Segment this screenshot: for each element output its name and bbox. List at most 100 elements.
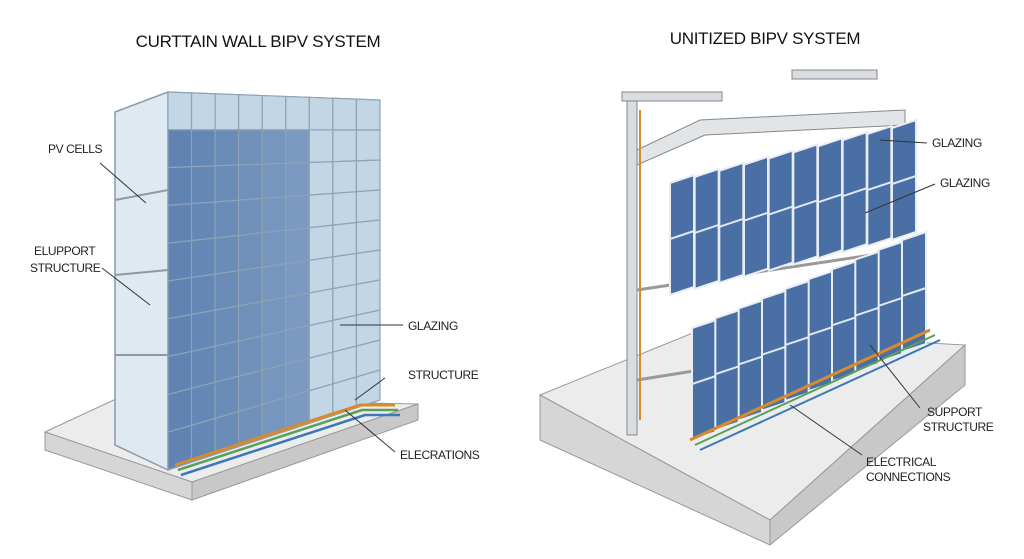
pv-cell-panel <box>261 296 287 337</box>
glass-panel <box>355 189 381 224</box>
glass-panel <box>355 219 381 255</box>
pv-cell-panel <box>261 329 287 371</box>
pv-cell-panel <box>238 163 263 201</box>
pv-cell-panel <box>285 227 310 265</box>
pv-cell-panel <box>167 387 193 434</box>
label-support-line2: STRUCTURE <box>923 420 994 434</box>
glass-panel <box>167 91 193 131</box>
label-electrical-line2: CONNECTIONS <box>866 470 951 484</box>
pv-module <box>767 149 794 272</box>
pv-module-divider <box>719 217 744 228</box>
pv-module-divider <box>901 287 927 297</box>
concrete-slab-front-right <box>769 343 966 547</box>
glass-panel <box>332 283 358 322</box>
cable-green <box>177 408 398 472</box>
glass-panel <box>261 94 287 131</box>
cable-blue <box>180 413 400 477</box>
label-electrical-line1: ELECTRICAL <box>866 455 937 469</box>
glass-panel <box>355 249 381 286</box>
pv-cell-panel <box>285 259 310 298</box>
pv-cell-panel <box>167 276 193 320</box>
pv-cell-panel <box>214 269 240 311</box>
glass-panel <box>332 191 358 226</box>
cable-blue <box>699 339 941 451</box>
glass-panel <box>308 96 334 131</box>
pv-cell-panel <box>167 239 193 282</box>
glass-panel <box>332 221 358 258</box>
glass-panel <box>332 160 358 195</box>
pv-cell-panel <box>214 340 240 384</box>
pv-cell-panel <box>238 232 263 272</box>
pv-cell-panel <box>238 266 263 307</box>
cable-orange <box>689 328 931 442</box>
pv-module-divider <box>785 335 810 346</box>
glass-panel <box>355 279 381 316</box>
glass-panel <box>308 287 334 327</box>
pv-module-divider <box>855 306 880 317</box>
label-pv-cells: PV CELLS <box>48 142 103 156</box>
pv-cell-panel <box>214 305 240 347</box>
glass-panel <box>355 159 381 193</box>
glass-panel <box>332 97 358 131</box>
concrete-slab-front-right <box>191 403 419 501</box>
pv-cell-panel <box>261 263 287 303</box>
pv-module-divider <box>669 230 695 240</box>
gantry-right <box>791 69 878 80</box>
glass-panel <box>355 98 381 131</box>
pv-module-divider <box>793 199 818 210</box>
gantry-left <box>621 91 723 102</box>
pv-module-divider <box>738 355 763 366</box>
pv-cell-panel <box>261 129 287 165</box>
pv-cell-panel <box>261 162 287 200</box>
pv-module <box>877 240 904 364</box>
pv-module <box>901 230 927 354</box>
pv-module-divider <box>768 205 793 216</box>
pv-module-divider <box>761 345 787 356</box>
pv-module <box>841 130 868 254</box>
glass-panel <box>308 161 334 196</box>
pv-cell-panel <box>190 345 216 390</box>
glass-panel <box>285 95 310 131</box>
glass-panel <box>308 224 334 262</box>
pv-cell-panel <box>190 165 216 205</box>
pv-module-divider <box>817 193 843 204</box>
pv-module-divider <box>831 316 857 327</box>
facade-grid <box>167 91 381 471</box>
pv-module-divider <box>743 211 769 222</box>
pv-module <box>718 161 745 285</box>
pv-cell-panel <box>285 324 310 365</box>
side-frame <box>114 90 169 472</box>
cable-green <box>694 334 936 446</box>
pv-cell-panel <box>167 350 193 396</box>
glass-panel <box>308 192 334 229</box>
left-title: CURTTAIN WALL BIPV SYSTEM <box>136 32 381 51</box>
pv-cell-panel <box>214 129 240 167</box>
glass-panel <box>308 129 334 164</box>
label-structure: STRUCTURE <box>408 368 479 382</box>
pv-module-divider <box>842 187 867 198</box>
pv-module <box>693 167 720 291</box>
pv-cell-panel <box>238 197 263 237</box>
pv-cell-panel <box>285 129 310 164</box>
pv-cell-panel <box>238 300 263 342</box>
glass-panel <box>214 93 240 131</box>
pv-module-divider <box>715 365 740 376</box>
pv-cell-panel <box>190 201 216 242</box>
glass-panel <box>190 92 216 131</box>
glass-panel <box>308 256 334 294</box>
pv-module-divider <box>691 375 717 385</box>
pv-cell-panel <box>261 229 287 268</box>
pv-module <box>761 289 787 413</box>
pv-module <box>831 259 857 383</box>
pv-cell-panel <box>167 313 193 358</box>
pv-module <box>891 118 917 242</box>
pv-module <box>737 299 764 422</box>
pv-module-divider <box>867 181 892 192</box>
cable-orange <box>174 403 395 467</box>
pv-cell-panel <box>238 335 263 378</box>
pv-cell-panel <box>285 194 310 231</box>
pv-module <box>817 136 843 260</box>
label-glazing-2: GLAZING <box>940 176 990 190</box>
pv-cell-panel <box>190 237 216 279</box>
